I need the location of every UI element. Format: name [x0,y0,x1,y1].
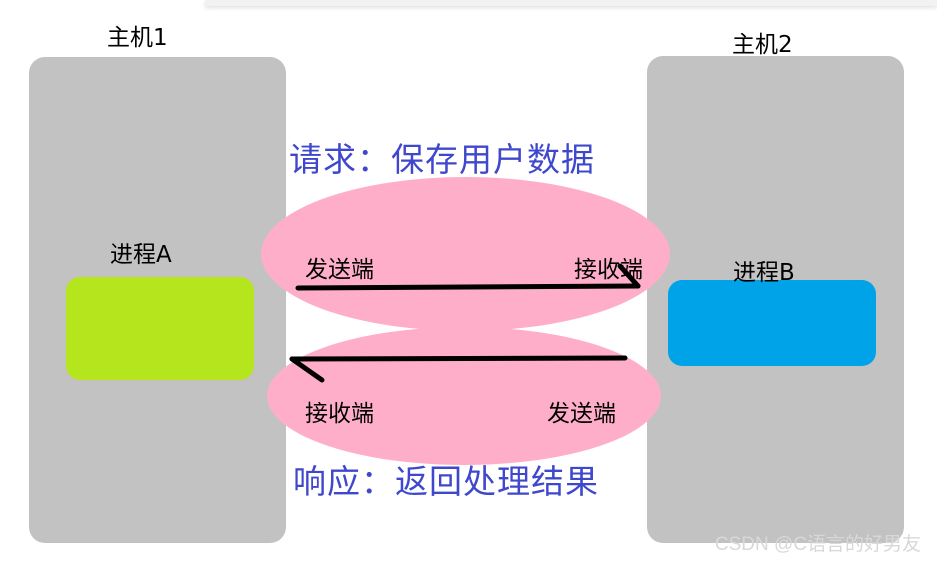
process-a-box [66,277,254,380]
request-channel-ellipse [261,177,670,331]
top-edge-bar [205,0,937,6]
request-caption: 请求：保存用户数据 [289,140,595,179]
watermark-text: CSDN @C语言的好男友 [714,534,921,555]
response-sender-label: 发送端 [547,401,616,427]
process-a-label: 进程A [110,242,172,268]
request-receiver-label: 接收端 [574,257,643,283]
host2-label: 主机2 [732,32,793,58]
process-b-box [668,280,876,366]
response-caption: 响应：返回处理结果 [293,462,599,501]
request-sender-label: 发送端 [305,257,374,283]
process-b-label: 进程B [733,260,795,286]
response-receiver-label: 接收端 [305,401,374,427]
host1-label: 主机1 [107,25,168,51]
response-channel-ellipse [267,327,661,465]
